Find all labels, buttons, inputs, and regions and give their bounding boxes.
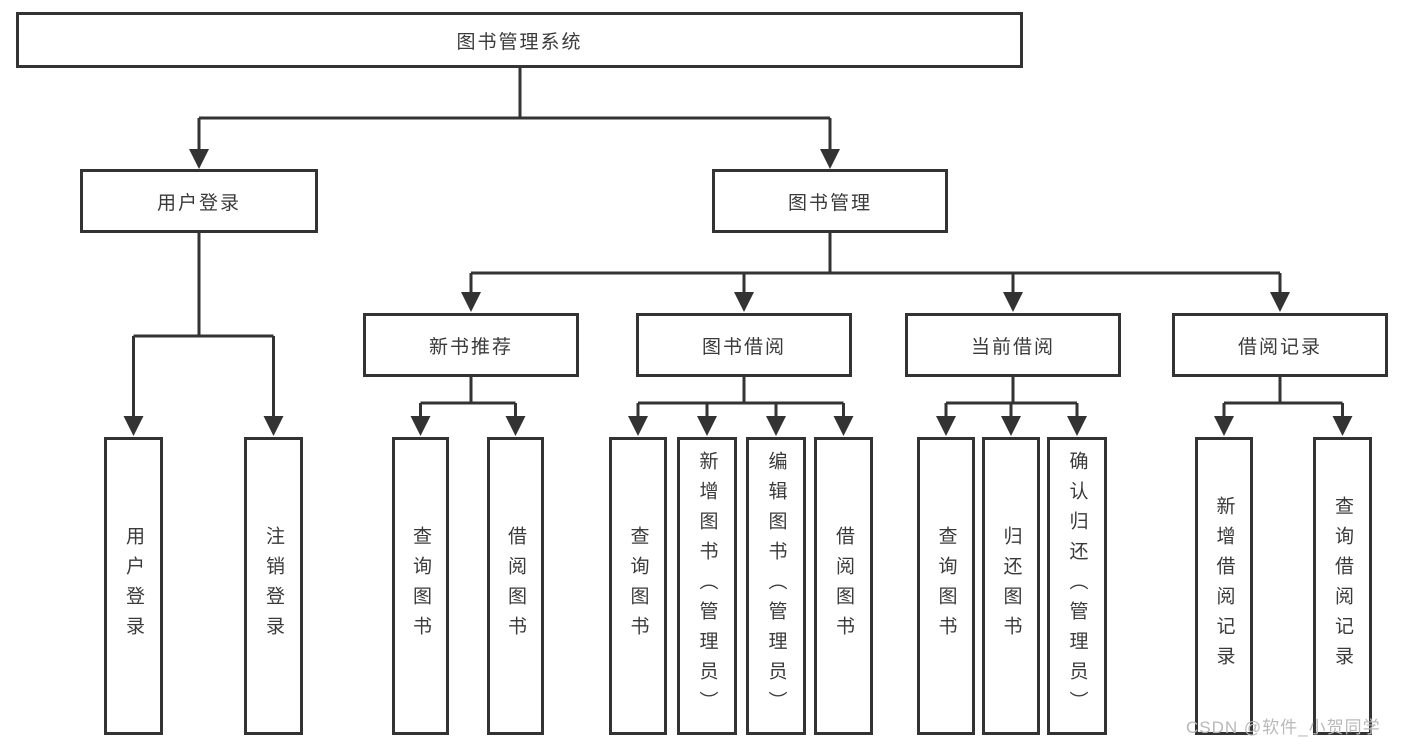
leaf-label: 归还图书	[1000, 526, 1022, 646]
group-borrow-records: 借阅记录	[1172, 313, 1388, 377]
branch-user-login: 用户登录	[80, 169, 318, 233]
leaf-query-books-borrow: 查询图书	[609, 437, 667, 735]
leaf-label: 用户登录	[123, 526, 144, 646]
leaf-label: 借阅图书	[505, 526, 526, 646]
arrowhead-icons	[123, 149, 1353, 436]
leaf-logout: 注销登录	[244, 437, 303, 735]
leaf-label: 确认归还（管理员）	[1066, 451, 1088, 721]
leaf-add-borrow-record: 新增借阅记录	[1195, 437, 1253, 735]
csdn-watermark: CSDN @软件_小贺同学	[1186, 718, 1381, 737]
leaf-query-books-recommend: 查询图书	[392, 437, 449, 735]
leaf-label: 新增图书（管理员）	[696, 451, 718, 721]
leaf-borrow-books-recommend: 借阅图书	[487, 437, 544, 735]
group-book-borrow: 图书借阅	[636, 313, 852, 377]
group-new-book-recommend: 新书推荐	[363, 313, 579, 377]
leaf-label: 编辑图书（管理员）	[765, 451, 787, 721]
leaf-edit-books-admin: 编辑图书（管理员）	[746, 437, 806, 735]
leaf-confirm-return-admin: 确认归还（管理员）	[1047, 437, 1107, 735]
leaf-label: 查询图书	[935, 526, 957, 646]
root-node-library-system: 图书管理系统	[16, 12, 1023, 68]
group-current-borrow: 当前借阅	[905, 313, 1121, 377]
leaf-user-login: 用户登录	[104, 437, 163, 735]
leaf-label: 新增借阅记录	[1213, 496, 1235, 676]
leaf-label: 查询图书	[410, 526, 431, 646]
leaf-label: 借阅图书	[833, 526, 854, 646]
branch-book-management: 图书管理	[712, 169, 948, 233]
leaf-return-books: 归还图书	[982, 437, 1040, 735]
leaf-query-borrow-record: 查询借阅记录	[1313, 437, 1372, 735]
leaf-label: 注销登录	[263, 526, 284, 646]
leaf-label: 查询借阅记录	[1332, 496, 1353, 676]
leaf-borrow-books: 借阅图书	[814, 437, 873, 735]
leaf-label: 查询图书	[627, 526, 649, 646]
leaf-query-books-current: 查询图书	[917, 437, 975, 735]
leaf-add-books-admin: 新增图书（管理员）	[677, 437, 737, 735]
